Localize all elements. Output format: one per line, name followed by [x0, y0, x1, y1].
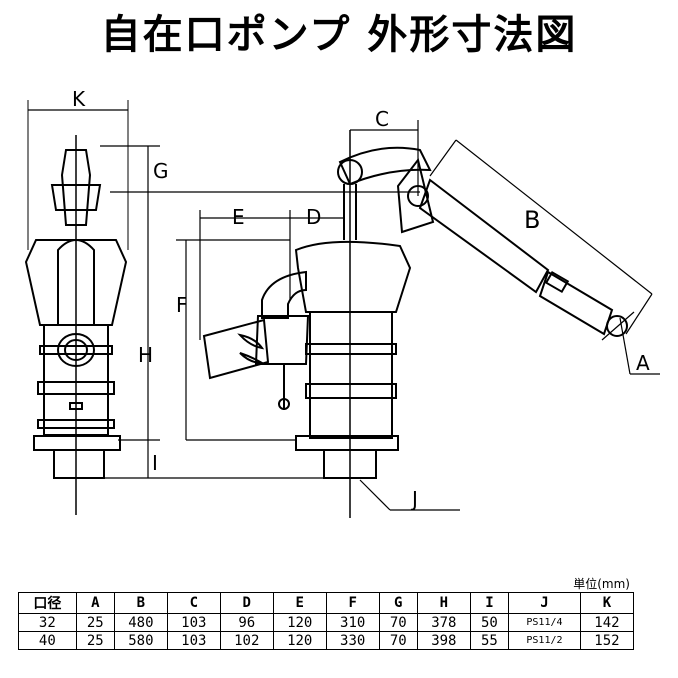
table-header-cell: D — [219, 592, 274, 614]
table-cell: 120 — [272, 613, 327, 632]
table-header-cell: 口径 — [18, 592, 77, 614]
table-cell: 102 — [219, 631, 274, 650]
side-view — [202, 130, 628, 518]
dim-label-e: E — [232, 205, 245, 229]
table-header-cell: E — [272, 592, 327, 614]
table-cell: 70 — [378, 631, 418, 650]
table-cell: 120 — [272, 631, 327, 650]
table-cell: 50 — [469, 613, 510, 632]
table-header-cell: K — [579, 592, 635, 614]
table-cell: 25 — [75, 631, 115, 650]
dim-label-h: H — [138, 343, 153, 367]
table-header-cell: H — [416, 592, 471, 614]
dim-label-b: B — [524, 206, 540, 234]
dim-label-a: A — [636, 351, 650, 375]
side-dimensions — [176, 120, 660, 511]
dim-label-i: I — [152, 451, 158, 475]
table-row: 32 25 480 103 96 120 310 70 378 50 PS11/… — [18, 613, 635, 632]
table-cell: 378 — [416, 613, 471, 632]
table-cell: 142 — [579, 613, 635, 632]
table-cell: 103 — [166, 613, 221, 632]
table-header-cell: F — [325, 592, 380, 614]
vertical-dimensions — [100, 145, 420, 479]
table-cell: 480 — [113, 613, 168, 632]
table-cell: PS11/2 — [508, 631, 581, 650]
table-cell: 25 — [75, 613, 115, 632]
table-cell: 55 — [469, 631, 510, 650]
unit-label: 単位(mm) — [573, 577, 630, 591]
front-view — [24, 100, 129, 515]
dim-label-k: K — [72, 87, 86, 111]
table-cell: 96 — [219, 613, 274, 632]
table-cell: 330 — [325, 631, 380, 650]
table-header-cell: I — [469, 592, 510, 614]
table-cell: 40 — [18, 631, 77, 650]
table-cell: 32 — [18, 613, 77, 632]
table-cell: 103 — [166, 631, 221, 650]
dim-label-d: D — [306, 205, 321, 229]
dim-label-f: F — [176, 293, 188, 317]
table-cell: 310 — [325, 613, 380, 632]
table-cell: 70 — [378, 613, 418, 632]
table-cell: 152 — [579, 631, 635, 650]
table-cell: 398 — [416, 631, 471, 650]
table-cell: 580 — [113, 631, 168, 650]
dim-label-g: G — [153, 159, 169, 183]
table-header-cell: J — [508, 592, 581, 614]
page-title: 自在口ポンプ 外形寸法図 — [100, 12, 578, 58]
table-row: 40 25 580 103 102 120 330 70 398 55 PS11… — [18, 631, 635, 650]
table-header-row: 口径 A B C D E F G H I J K — [18, 592, 635, 614]
dim-label-c: C — [375, 107, 389, 131]
table-header-cell: C — [166, 592, 221, 614]
pump-dimension-drawing: K G H I C E D F B A J — [24, 87, 660, 518]
table-header-cell: A — [75, 592, 115, 614]
dim-label-j: J — [410, 487, 418, 511]
table-header-cell: B — [113, 592, 168, 614]
table-cell: PS11/4 — [508, 613, 581, 632]
table-header-cell: G — [378, 592, 418, 614]
dimension-table: 口径 A B C D E F G H I J K 32 25 480 103 9… — [18, 592, 635, 650]
